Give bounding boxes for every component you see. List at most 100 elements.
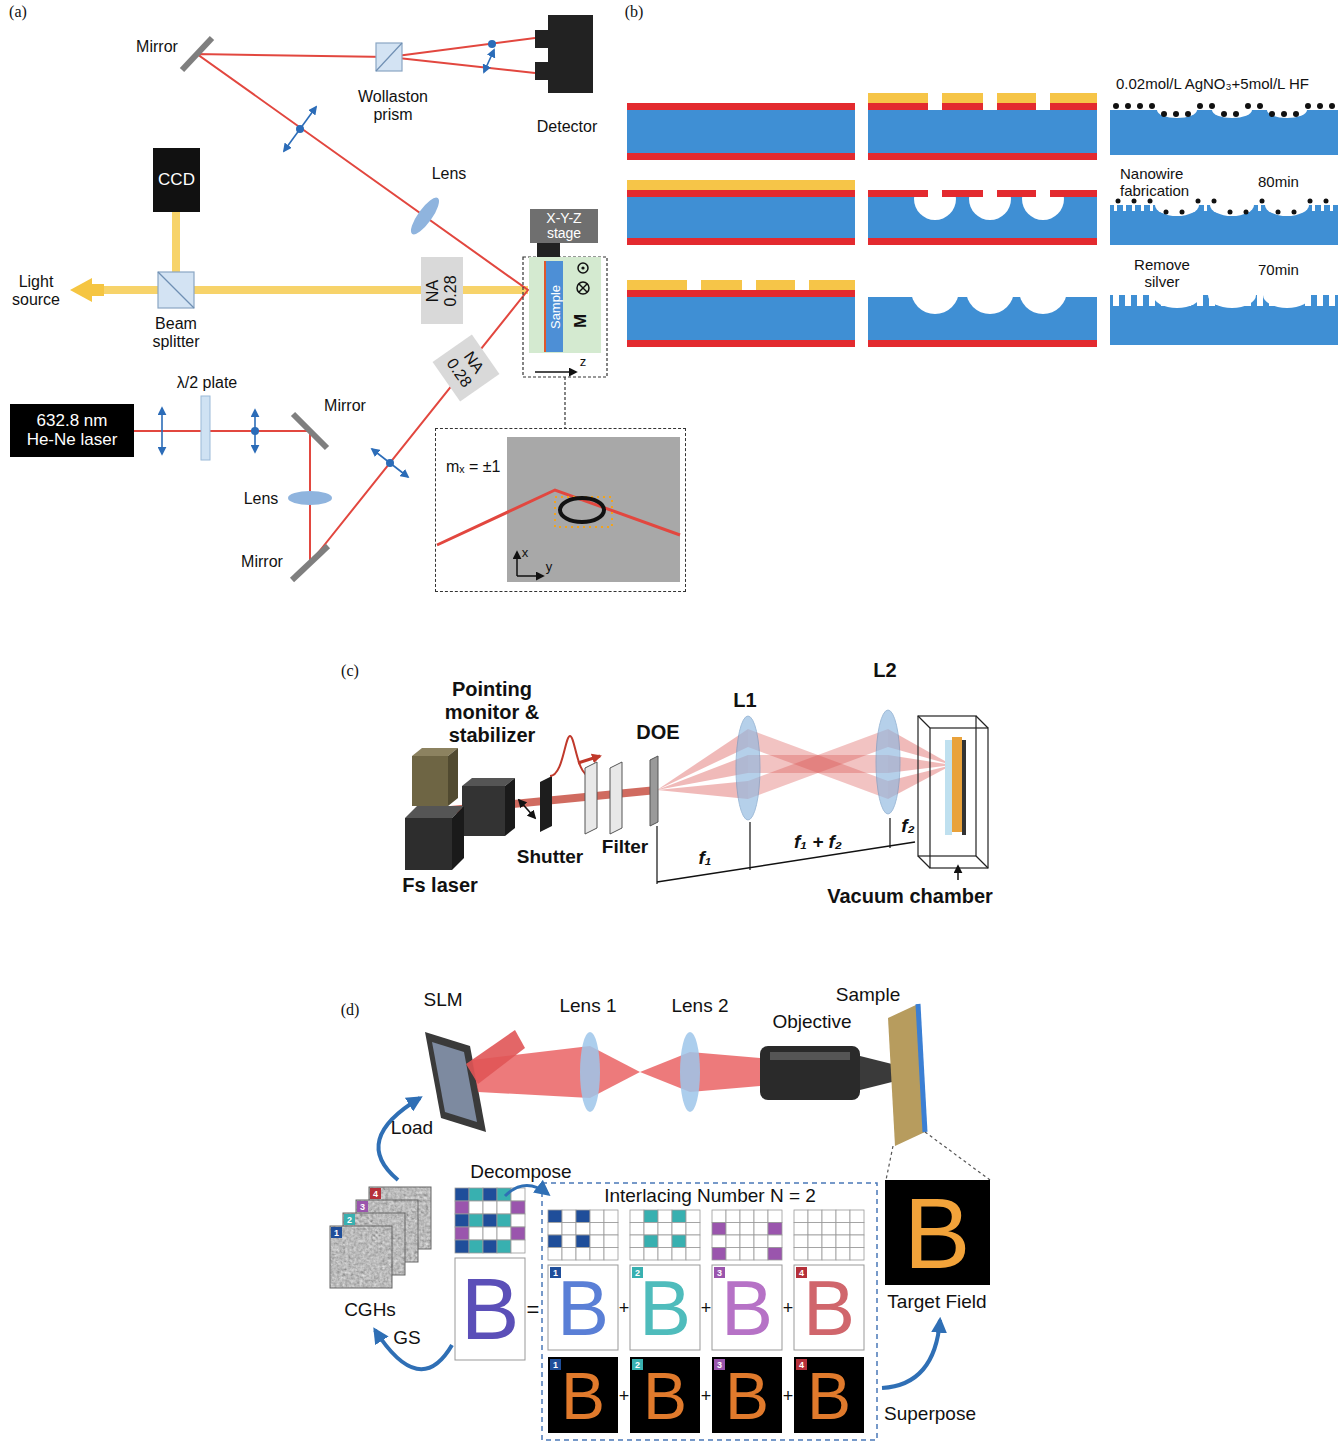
silver-particle <box>1269 111 1275 117</box>
grid-cell <box>686 1210 700 1223</box>
laser-housing <box>505 778 515 836</box>
beam-splitter <box>158 272 194 308</box>
pattern-glyph: B <box>807 1363 851 1429</box>
grid-cell <box>576 1235 590 1248</box>
component-label: L2 <box>873 659 896 682</box>
holder-plate <box>962 740 966 835</box>
mask-layer <box>868 190 928 197</box>
grid-cell <box>562 1235 576 1248</box>
nanowire-gap <box>1161 295 1167 306</box>
grid-cell <box>548 1235 562 1248</box>
grid-cell <box>548 1223 562 1236</box>
pattern-glyph: B <box>643 1363 687 1429</box>
motion-arrow <box>519 800 535 818</box>
silver-particle <box>1257 103 1263 109</box>
nanowire-gap <box>1150 205 1153 211</box>
field-box <box>548 1357 618 1433</box>
laser-housing <box>405 818 452 870</box>
mirror <box>182 38 212 70</box>
silver-particle <box>1180 210 1185 215</box>
silver-particle <box>1292 210 1297 215</box>
vacuum-chamber <box>930 728 988 868</box>
grid-cell <box>511 1227 525 1240</box>
etched-dip <box>1210 194 1254 216</box>
pattern-glyph: B <box>461 1265 520 1353</box>
hologram-tag <box>370 1188 381 1199</box>
stage-box: X-Y-Z stage <box>530 209 598 243</box>
grid-cell <box>455 1201 469 1214</box>
oxide-layer <box>868 238 1097 245</box>
magnet-region: MSample <box>529 257 601 353</box>
target-film <box>952 737 962 832</box>
grid-cell <box>794 1223 808 1236</box>
component-label: Pointing monitor & stabilizer <box>432 678 552 747</box>
silver-particle <box>1308 199 1313 204</box>
node-text: NA 0.28 <box>440 342 492 394</box>
silver-particle <box>1276 210 1281 215</box>
pattern-tag <box>714 1359 725 1370</box>
node-text: mₓ = ±1 <box>446 458 501 476</box>
silver-particle <box>1233 111 1239 117</box>
nanowire-gap <box>1233 295 1239 306</box>
silver-particle <box>1185 111 1191 117</box>
grid-cell <box>836 1210 850 1223</box>
grid-cell <box>562 1248 576 1261</box>
vacuum-chamber <box>918 716 930 728</box>
component-label: Objective <box>772 1011 851 1033</box>
nanowire-gap <box>1245 295 1251 306</box>
grid-cell <box>740 1235 754 1248</box>
objective-box: NA 0.28 <box>421 257 464 324</box>
axis-label: x <box>522 546 529 561</box>
grid-cell <box>794 1235 808 1248</box>
axis-arrow <box>535 371 576 373</box>
mask-layer <box>756 280 795 290</box>
nanowire-gap <box>1293 295 1299 306</box>
doe-plate <box>650 756 658 826</box>
grid-cell <box>794 1210 808 1223</box>
nanowire-gap <box>1281 295 1287 306</box>
nanowire-gap <box>1141 205 1144 211</box>
grid-cell <box>455 1240 469 1253</box>
pattern-glyph: B <box>725 1363 769 1429</box>
laser-beam <box>389 57 535 73</box>
mask-layer <box>1050 190 1097 197</box>
operator: + <box>701 1298 712 1319</box>
grid-cell <box>590 1223 604 1236</box>
grid-cell <box>822 1235 836 1248</box>
process-note: 70min <box>1258 261 1299 278</box>
grid-cell <box>497 1188 511 1201</box>
silver-particle <box>1281 111 1287 117</box>
tag-number: 3 <box>717 1268 722 1277</box>
process-note: Remove silver <box>1127 256 1197 291</box>
grid-cell <box>644 1223 658 1236</box>
nanowire-gap <box>1258 205 1261 211</box>
pointing-monitor <box>448 748 458 806</box>
zoom-leader <box>925 1132 990 1180</box>
camera-box: CCD <box>153 148 200 212</box>
node-text: Sample <box>548 284 561 328</box>
grid-cell <box>686 1248 700 1261</box>
tag-number: 1 <box>553 1268 558 1277</box>
silver-particle <box>1137 103 1143 109</box>
grid-cell <box>836 1223 850 1236</box>
component-label: Lens <box>244 490 279 508</box>
nanowire-gap <box>1312 205 1315 211</box>
silver-particle <box>1228 210 1233 215</box>
axis-label: y <box>546 560 553 575</box>
pattern-tag <box>796 1359 807 1370</box>
component-label: Beam splitter <box>141 315 211 352</box>
grid-cell <box>483 1188 497 1201</box>
sample-spot <box>555 497 612 527</box>
grid-cell <box>754 1223 768 1236</box>
resist-layer <box>627 180 855 190</box>
tag-number: 3 <box>360 1202 365 1211</box>
diffracted-beam <box>748 729 888 799</box>
target-field-image <box>885 1180 990 1285</box>
node-text: NA 0.28 <box>424 273 461 309</box>
component-label: Mirror <box>241 553 283 571</box>
laser-beam <box>437 490 680 545</box>
pattern-box <box>630 1265 700 1350</box>
grid-cell <box>808 1223 822 1236</box>
detector-symbol <box>535 15 593 93</box>
